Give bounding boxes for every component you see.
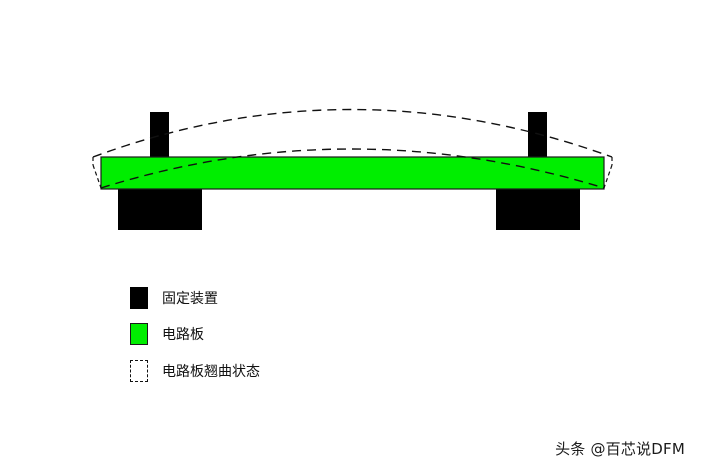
legend-item-fixture: 固定装置 [130, 286, 218, 310]
fixture-block-right [496, 188, 580, 230]
fixture-post-left [150, 112, 169, 158]
watermark-text: 头条 @百芯说DFM [555, 440, 685, 458]
board-swatch [130, 323, 148, 345]
legend-item-warp: 电路板翘曲状态 [130, 359, 260, 383]
warp-swatch [130, 360, 148, 382]
legend-label-warp: 电路板翘曲状态 [162, 364, 260, 380]
legend-item-board: 电路板 [130, 322, 204, 346]
warped-board-bottom-edge [100, 148, 605, 189]
warped-board-right-end [603, 157, 613, 189]
warped-board-top-edge [92, 108, 613, 158]
fixture-post-right [528, 112, 547, 158]
legend-label-board: 电路板 [162, 327, 204, 343]
fixture-swatch [130, 287, 148, 309]
legend-label-fixture: 固定装置 [162, 291, 218, 307]
circuit-board [100, 156, 605, 190]
warped-board-left-end [92, 157, 102, 189]
fixture-block-left [118, 188, 202, 230]
